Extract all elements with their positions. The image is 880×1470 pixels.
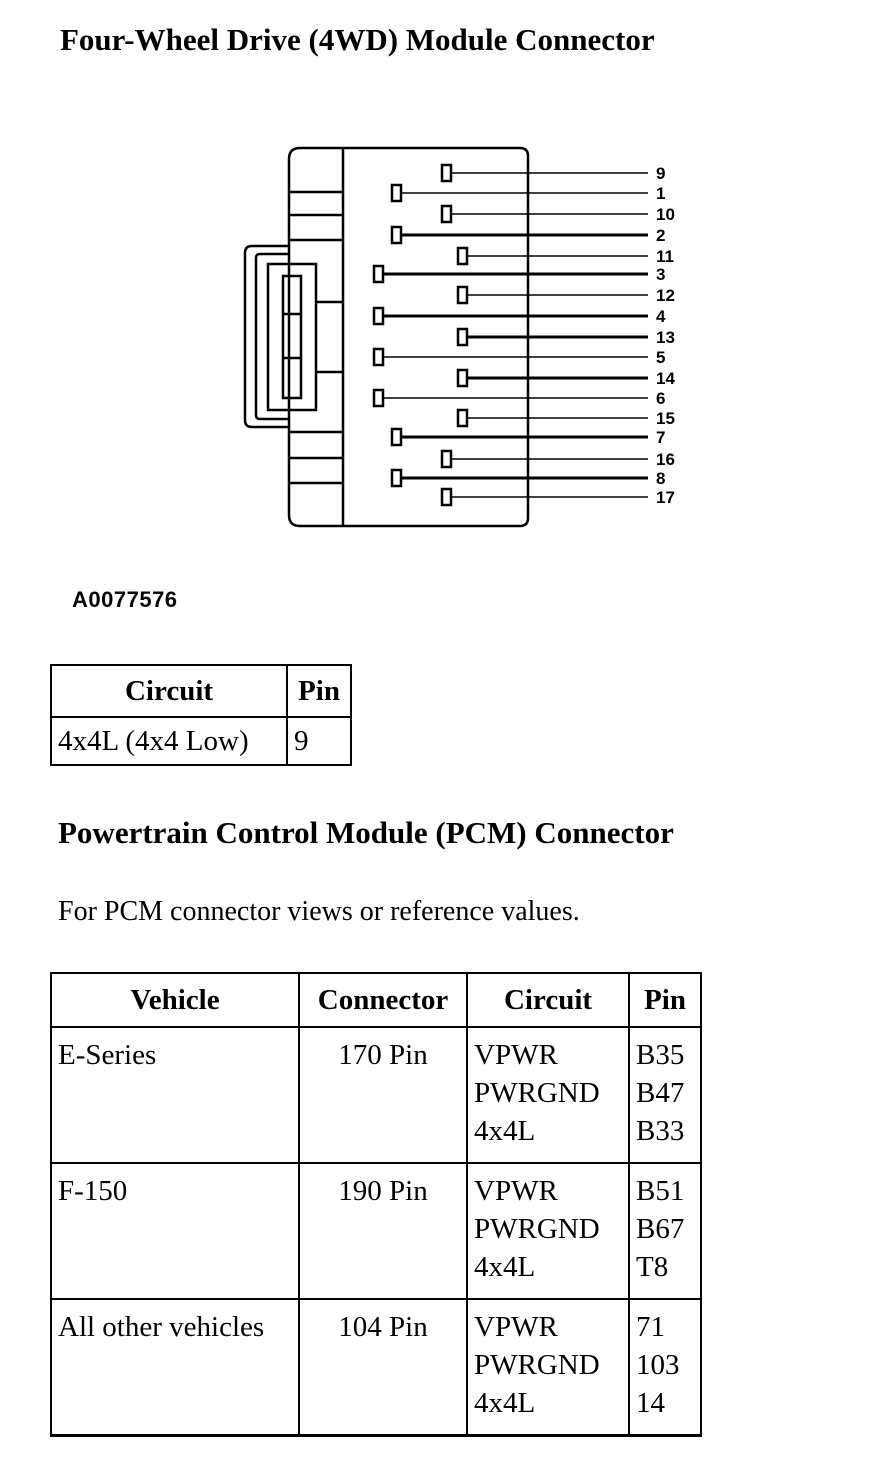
pin-label: 17 (656, 488, 675, 507)
cell-connector: 190 Pin (298, 1162, 468, 1300)
pin-1 (390, 183, 403, 203)
cell-pin: B35 B47 B33 (628, 1026, 702, 1164)
pin-14 (456, 368, 469, 388)
pin-5 (372, 347, 385, 367)
pin-label: 6 (656, 389, 665, 408)
latch (266, 262, 318, 412)
cell-connector: 170 Pin (298, 1026, 468, 1164)
pin-2 (390, 225, 403, 245)
pin-label: 7 (656, 428, 665, 447)
table-row: F-150 190 Pin VPWR PWRGND 4x4L B51 B67 T… (50, 1162, 702, 1300)
pin-label: 13 (656, 328, 675, 347)
table-header-row: Vehicle Connector Circuit Pin (50, 972, 702, 1028)
table-row: E-Series 170 Pin VPWR PWRGND 4x4L B35 B4… (50, 1026, 702, 1164)
cell-vehicle: All other vehicles (50, 1298, 300, 1437)
cell-vehicle: E-Series (50, 1026, 300, 1164)
pin-16 (440, 449, 453, 469)
table-row: All other vehicles 104 Pin VPWR PWRGND 4… (50, 1298, 702, 1437)
circuit-table: Circuit Pin 4x4L (4x4 Low) 9 (50, 664, 352, 766)
pin-label: 14 (656, 369, 675, 388)
pin-label: 16 (656, 450, 675, 469)
page-title: Four-Wheel Drive (4WD) Module Connector (60, 22, 655, 57)
pin-6 (372, 388, 385, 408)
pin-11 (456, 246, 469, 266)
pin-label: 15 (656, 409, 675, 428)
pin-label: 8 (656, 469, 665, 488)
pcm-table: Vehicle Connector Circuit Pin E-Series 1… (50, 972, 702, 1437)
cell-circuit: VPWR PWRGND 4x4L (466, 1298, 630, 1437)
pin-4 (372, 306, 385, 326)
cell-pin: 9 (286, 716, 352, 766)
pin-label: 4 (656, 307, 666, 326)
pin-15 (456, 408, 469, 428)
pin-17 (440, 487, 453, 507)
table-row: 4x4L (4x4 Low) 9 (50, 716, 352, 766)
cell-vehicle: F-150 (50, 1162, 300, 1300)
cell-circuit: 4x4L (4x4 Low) (50, 716, 288, 766)
cell-circuit: VPWR PWRGND 4x4L (466, 1026, 630, 1164)
pin-9 (440, 163, 453, 183)
cell-circuit: VPWR PWRGND 4x4L (466, 1162, 630, 1300)
cell-pin: B51 B67 T8 (628, 1162, 702, 1300)
connector-housing (287, 146, 530, 528)
header-pin: Pin (628, 972, 702, 1028)
pin-3 (372, 264, 385, 284)
header-vehicle: Vehicle (50, 972, 300, 1028)
pin-7 (390, 427, 403, 447)
cell-connector: 104 Pin (298, 1298, 468, 1437)
pin-label: 2 (656, 226, 665, 245)
pin-label: 3 (656, 265, 665, 284)
locking-tab (243, 244, 289, 429)
table-header-row: Circuit Pin (50, 664, 352, 718)
header-connector: Connector (298, 972, 468, 1028)
pin-label: 9 (656, 164, 665, 183)
pin-10 (440, 204, 453, 224)
cell-pin: 71 103 14 (628, 1298, 702, 1437)
pin-label: 5 (656, 348, 665, 367)
pin-12 (456, 285, 469, 305)
pin-label: 10 (656, 205, 675, 224)
header-circuit: Circuit (50, 664, 288, 718)
pin-8 (390, 468, 403, 488)
pin-13 (456, 327, 469, 347)
header-circuit: Circuit (466, 972, 630, 1028)
pin-label: 11 (656, 247, 674, 266)
pcm-description: For PCM connector views or reference val… (58, 896, 580, 927)
header-pin: Pin (286, 664, 352, 718)
pin-label: 12 (656, 286, 675, 305)
figure-id: A0077576 (72, 587, 178, 612)
pcm-title: Powertrain Control Module (PCM) Connecto… (58, 815, 674, 850)
pin-label: 1 (656, 184, 665, 203)
